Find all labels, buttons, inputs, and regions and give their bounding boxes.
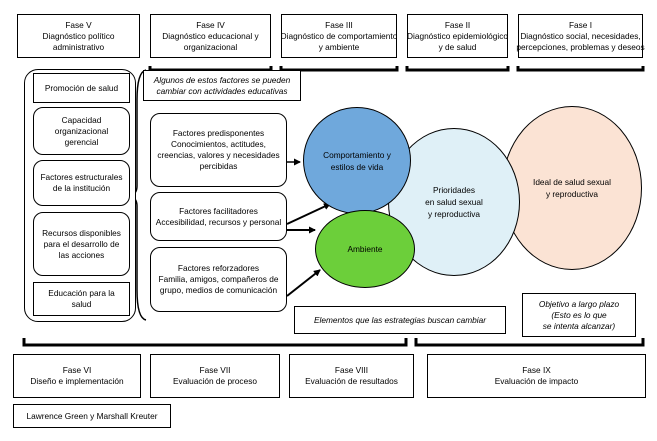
phase-vii-line-1: Evaluación de proceso (173, 376, 257, 386)
phase-i-title: Fase I (568, 19, 593, 30)
prioridades-line-3: y reproductiva (427, 209, 481, 219)
objective-line-1: Objetivo a largo plazo (538, 298, 620, 309)
phase-ii-title: Fase II (444, 19, 471, 30)
phase-v-title: Fase V (65, 19, 92, 30)
top-bracket-fase-iii (279, 66, 399, 72)
ideal-line-2: y reproductiva (545, 189, 599, 199)
note-educational-factors: Algunos de estos factores se pueden camb… (143, 70, 301, 101)
recursos-box: Recursos disponibles para el desarrollo … (33, 212, 130, 276)
capacidad-line-3: gerencial (64, 136, 99, 147)
prioridades-line-2: en salud sexual (425, 197, 483, 207)
note-top-line-2: cambiar con actividades educativas (156, 85, 288, 96)
promocion-box: Promoción de salud (33, 73, 130, 103)
phase-ii-box: Fase II Diagnóstico epidemiológico y de … (407, 14, 508, 58)
objective-line-3: se intenta alcanzar) (542, 320, 616, 331)
credit-label: Lawrence Green y Marshall Kreuter (26, 410, 158, 421)
recursos-line-1: Recursos disponibles (42, 227, 121, 238)
phase-v-line-2: administrativo (52, 41, 105, 52)
estructurales-line-2: de la institución (52, 183, 111, 193)
phase-i-line-1: Diagnóstico social, necesidades, (520, 30, 641, 41)
phase-vii-box: Fase VII Evaluación de proceso (150, 354, 280, 398)
prioridades-line-1: Prioridades (433, 185, 475, 195)
phase-ix-line-1: Evaluación de impacto (494, 376, 579, 386)
phase-iv-box: Fase IV Diagnóstico educacional y organi… (150, 14, 271, 58)
phase-ix-title: Fase IX (522, 365, 551, 375)
arrow-reforzadores-ambiente (286, 269, 321, 297)
top-bracket-fase-ii (405, 66, 510, 72)
phase-iii-line-2: y ambiente (318, 41, 360, 52)
facilitadores-title: Factores facilitadores (179, 205, 258, 216)
capacidad-line-2: organizacional (54, 125, 109, 136)
recursos-line-2: para el desarrollo de (43, 238, 120, 249)
capacidad-line-1: Capacidad (61, 114, 102, 125)
capacidad-box: Capacidad organizacional gerencial (33, 107, 130, 155)
predisponentes-title: Factores predisponentes (172, 128, 265, 138)
predisponentes-line-2: creencias, valores y necesidades (157, 150, 280, 160)
phase-iv-line-2: organizacional (183, 41, 238, 52)
recursos-line-3: las acciones (58, 249, 105, 260)
phase-viii-title: Fase VIII (334, 365, 369, 375)
ambiente-circle: Ambiente (315, 210, 415, 288)
phase-viii-line-1: Evaluación de resultados (305, 376, 398, 386)
comportamiento-line-1: Comportamiento y (323, 149, 391, 160)
phase-viii-box: Fase VIII Evaluación de resultados (289, 354, 414, 398)
phase-i-line-2: percepciones, problemas y deseos (516, 41, 645, 52)
predisponentes-line-1: Conocimientos, actitudes, (170, 139, 266, 149)
reforzadores-title: Factores reforzadores (177, 263, 260, 273)
bottom-bracket-left (22, 338, 408, 347)
reforzadores-box: Factores reforzadores Familia, amigos, c… (150, 247, 287, 312)
reforzadores-line-1: Familia, amigos, compañeros de (158, 274, 279, 284)
bottom-bracket-right (414, 338, 645, 347)
estructurales-box: Factores estructurales de la institución (33, 160, 130, 206)
facilitadores-box: Factores facilitadores Accesibilidad, re… (150, 192, 287, 241)
predisponentes-line-3: percibidas (199, 161, 238, 171)
educacion-box: Educación para la salud (33, 282, 130, 316)
educacion-line-1: Educación para la (48, 288, 115, 298)
note-top-line-1: Algunos de estos factores se pueden (153, 74, 291, 85)
phase-ii-line-1: Diagnóstico epidemiológico (407, 30, 509, 41)
ambiente-label: Ambiente (347, 244, 383, 254)
phase-vii-title: Fase VII (199, 365, 231, 375)
phase-v-line-1: Diagnóstico político (42, 30, 115, 41)
phase-vi-box: Fase VI Diseño e implementación (13, 354, 141, 398)
comportamiento-circle: Comportamiento y estilos de vida (303, 107, 411, 214)
phase-v-box: Fase V Diagnóstico político administrati… (17, 14, 140, 58)
credit-box: Lawrence Green y Marshall Kreuter (13, 404, 171, 428)
phase-ix-box: Fase IX Evaluación de impacto (427, 354, 646, 398)
comportamiento-line-2: estilos de vida (330, 161, 384, 172)
educacion-line-2: salud (71, 299, 92, 309)
objective-box: Objetivo a largo plazo (Esto es lo que s… (522, 293, 636, 337)
phase-iv-line-1: Diagnóstico educacional y (162, 30, 259, 41)
ideal-line-1: Ideal de salud sexual (533, 177, 611, 187)
ideal-circle: Ideal de salud sexual y reproductiva (502, 106, 642, 270)
objective-line-2: (Esto es lo que (551, 309, 607, 320)
phase-vi-title: Fase VI (62, 365, 92, 375)
phase-iii-title: Fase III (325, 19, 353, 30)
estructurales-line-1: Factores estructurales (40, 172, 123, 182)
reforzadores-line-2: grupo, medios de comunicación (159, 285, 278, 295)
phase-iii-box: Fase III Diagnóstico de comportamiento y… (281, 14, 397, 58)
promocion-label: Promoción de salud (44, 82, 119, 93)
arrow-facilitadores-comportamiento (286, 203, 331, 225)
phase-ii-line-2: y de salud (438, 41, 477, 52)
top-bracket-fase-i (516, 66, 645, 72)
phase-i-box: Fase I Diagnóstico social, necesidades, … (516, 14, 645, 58)
phase-iv-title: Fase IV (196, 19, 225, 30)
phase-iii-line-1: Diagnóstico de comportamiento (280, 30, 398, 41)
phase-vi-line-1: Diseño e implementación (30, 376, 124, 386)
note-strategies: Elementos que las estrategias buscan cam… (294, 306, 506, 334)
predisponentes-box: Factores predisponentes Conocimientos, a… (150, 113, 287, 187)
note-bottom-line: Elementos que las estrategias buscan cam… (313, 314, 487, 325)
facilitadores-line-1: Accesibilidad, recursos y personal (155, 216, 282, 227)
